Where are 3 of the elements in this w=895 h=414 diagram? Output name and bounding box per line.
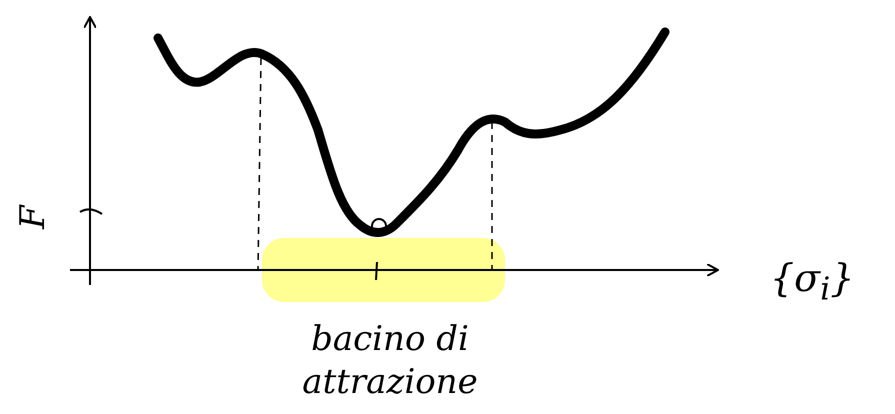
axis-label: {σ$_{i}$} — [770, 255, 856, 310]
axis-label: F — [12, 204, 54, 232]
basin-label: bacino di attrazione — [301, 318, 479, 403]
